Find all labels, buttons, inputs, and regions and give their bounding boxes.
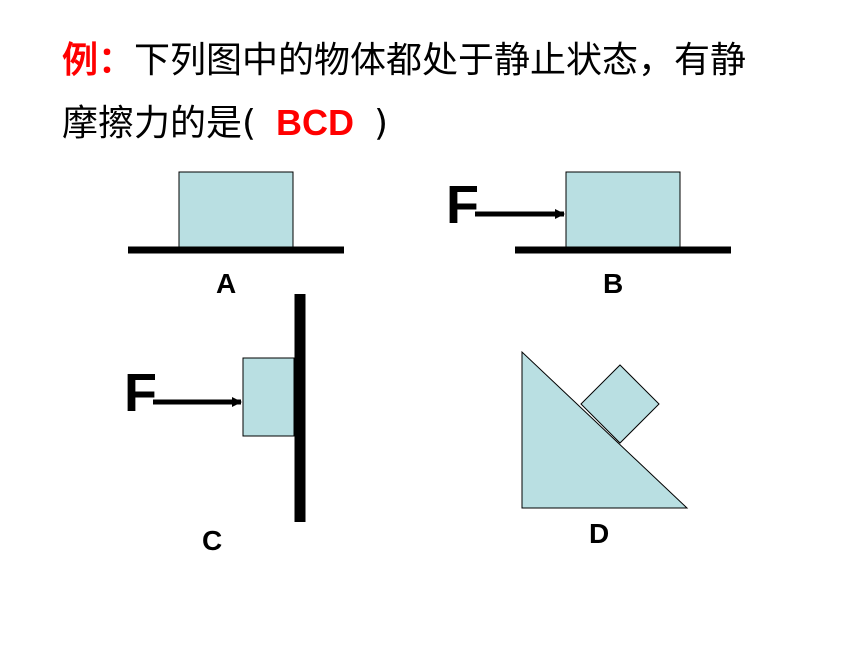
fig-b-block: [565, 171, 681, 250]
fig-b-force-label: F: [446, 175, 479, 235]
answer-text: BCD: [276, 102, 355, 143]
fig-c-label: C: [202, 525, 223, 556]
question-line2-end: ): [374, 103, 389, 144]
fig-a-block: [178, 171, 294, 250]
fig-d-incline: [521, 350, 689, 509]
question-line1: 下列图中的物体都处于静止状态，有静: [134, 40, 747, 81]
fig-c-block: [242, 357, 295, 437]
fig-c-force-label: F: [124, 363, 157, 423]
question-line2-start: 摩擦力的是(: [62, 103, 257, 144]
fig-d-block: [580, 364, 660, 444]
fig-d-label: D: [589, 518, 610, 549]
question-text: 例：下列图中的物体都处于静止状态，有静 摩擦力的是( BCD): [62, 30, 822, 155]
example-prefix: 例：: [62, 40, 135, 81]
fig-a-label: A: [216, 268, 237, 299]
fig-b-label: B: [603, 268, 624, 299]
